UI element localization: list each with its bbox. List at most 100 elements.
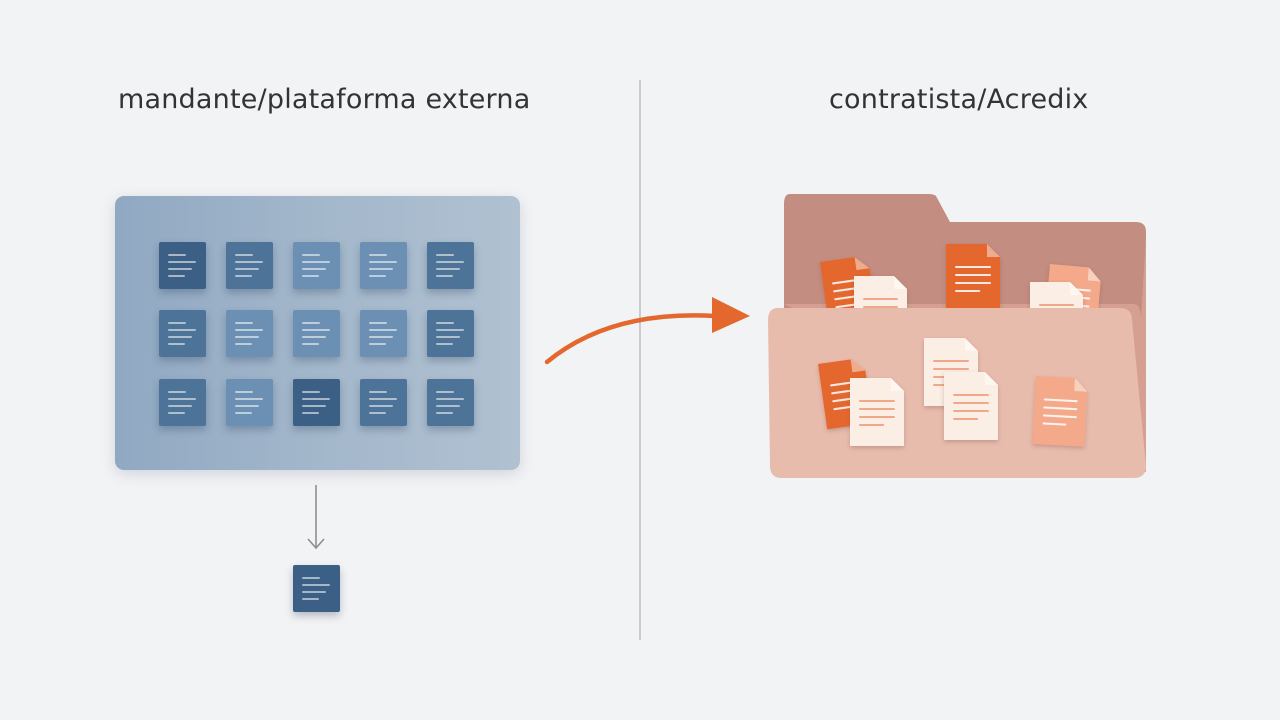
tile-text-line bbox=[168, 275, 185, 277]
tile-text-line bbox=[369, 343, 386, 345]
tile-text-line bbox=[369, 275, 386, 277]
cream-doc-front-left bbox=[850, 378, 904, 446]
document-tile bbox=[159, 310, 206, 357]
doc-fold bbox=[1074, 378, 1088, 392]
tile-text-line bbox=[302, 275, 319, 277]
document-tile bbox=[360, 242, 407, 289]
tile-text-line bbox=[369, 268, 393, 270]
down-arrow-icon bbox=[307, 485, 325, 550]
doc-text-line bbox=[1043, 398, 1078, 403]
doc-fold bbox=[987, 244, 1000, 257]
doc-fold bbox=[891, 378, 904, 391]
tile-text-line bbox=[302, 261, 330, 263]
tile-text-line bbox=[235, 329, 263, 331]
tile-text-line bbox=[302, 343, 319, 345]
doc-text-line bbox=[955, 290, 981, 292]
tile-text-line bbox=[168, 261, 196, 263]
document-tile bbox=[226, 242, 273, 289]
doc-fold bbox=[965, 338, 978, 351]
doc-fold bbox=[854, 257, 870, 271]
extracted-document-tile bbox=[293, 565, 340, 612]
document-tile bbox=[360, 310, 407, 357]
tile-text-line bbox=[168, 336, 192, 338]
external-platform-panel bbox=[115, 196, 520, 470]
tile-text-line bbox=[302, 412, 319, 414]
doc-text-line bbox=[859, 400, 895, 402]
tile-text-line bbox=[369, 329, 397, 331]
doc-text-line bbox=[1042, 422, 1067, 426]
tile-text-line bbox=[436, 322, 454, 324]
doc-page bbox=[944, 372, 998, 440]
doc-text-line bbox=[833, 405, 853, 411]
tile-text-line bbox=[436, 343, 453, 345]
doc-text-line bbox=[835, 303, 857, 309]
doc-fold bbox=[1070, 282, 1083, 295]
tile-text-line bbox=[369, 391, 387, 393]
tile-text-line bbox=[168, 391, 186, 393]
tile-text-line bbox=[436, 275, 453, 277]
document-tile bbox=[427, 379, 474, 426]
tile-text-line bbox=[235, 261, 263, 263]
tile-text-line bbox=[235, 275, 252, 277]
tile-text-line bbox=[235, 336, 259, 338]
doc-text-line bbox=[859, 424, 885, 426]
doc-fold bbox=[1087, 267, 1101, 282]
document-tile bbox=[226, 310, 273, 357]
orange-doc-back-center bbox=[946, 244, 1000, 308]
document-tile bbox=[226, 379, 273, 426]
tile-text-line bbox=[235, 343, 252, 345]
tile-text-line bbox=[369, 322, 387, 324]
tile-text-line bbox=[168, 329, 196, 331]
peach-doc-front-right bbox=[1032, 376, 1088, 447]
tile-text-line bbox=[235, 254, 253, 256]
tile-text-line bbox=[302, 577, 320, 579]
document-tile bbox=[427, 310, 474, 357]
tile-text-line bbox=[436, 329, 464, 331]
doc-text-line bbox=[953, 402, 989, 404]
doc-text-line bbox=[953, 410, 989, 412]
document-tile bbox=[293, 310, 340, 357]
doc-text-line bbox=[955, 266, 991, 268]
tile-text-line bbox=[436, 336, 460, 338]
doc-fold bbox=[850, 359, 866, 373]
tile-text-line bbox=[436, 391, 454, 393]
doc-text-line bbox=[955, 274, 991, 276]
tile-text-line bbox=[168, 322, 186, 324]
tile-text-line bbox=[436, 412, 453, 414]
tile-text-line bbox=[369, 261, 397, 263]
tile-text-line bbox=[436, 261, 464, 263]
tile-text-line bbox=[436, 405, 460, 407]
doc-text-line bbox=[955, 282, 991, 284]
doc-text-line bbox=[1039, 304, 1074, 306]
tile-text-line bbox=[369, 336, 393, 338]
tile-text-line bbox=[436, 254, 454, 256]
tile-text-line bbox=[302, 268, 326, 270]
document-tile bbox=[159, 242, 206, 289]
document-tile bbox=[427, 242, 474, 289]
document-tile bbox=[293, 242, 340, 289]
tile-text-line bbox=[235, 391, 253, 393]
document-tile bbox=[159, 379, 206, 426]
cream-doc-front-center bbox=[944, 372, 998, 440]
tile-text-line bbox=[235, 322, 253, 324]
tile-text-line bbox=[235, 412, 252, 414]
tile-text-line bbox=[302, 329, 330, 331]
tile-text-line bbox=[302, 391, 320, 393]
tile-text-line bbox=[235, 398, 263, 400]
tile-text-line bbox=[302, 591, 326, 593]
doc-fold bbox=[985, 372, 998, 385]
destination-title: contratista/Acredix bbox=[829, 84, 1089, 115]
tile-text-line bbox=[302, 322, 320, 324]
doc-text-line bbox=[863, 298, 898, 300]
doc-text-line bbox=[859, 416, 895, 418]
tile-text-line bbox=[369, 398, 397, 400]
tile-text-line bbox=[168, 343, 185, 345]
tile-text-line bbox=[168, 254, 186, 256]
tile-text-line bbox=[369, 254, 387, 256]
tile-text-line bbox=[302, 598, 319, 600]
doc-text-line bbox=[1042, 414, 1077, 419]
doc-text-line bbox=[933, 368, 969, 370]
doc-page bbox=[850, 378, 904, 446]
tile-text-line bbox=[302, 584, 330, 586]
tile-text-line bbox=[302, 405, 326, 407]
